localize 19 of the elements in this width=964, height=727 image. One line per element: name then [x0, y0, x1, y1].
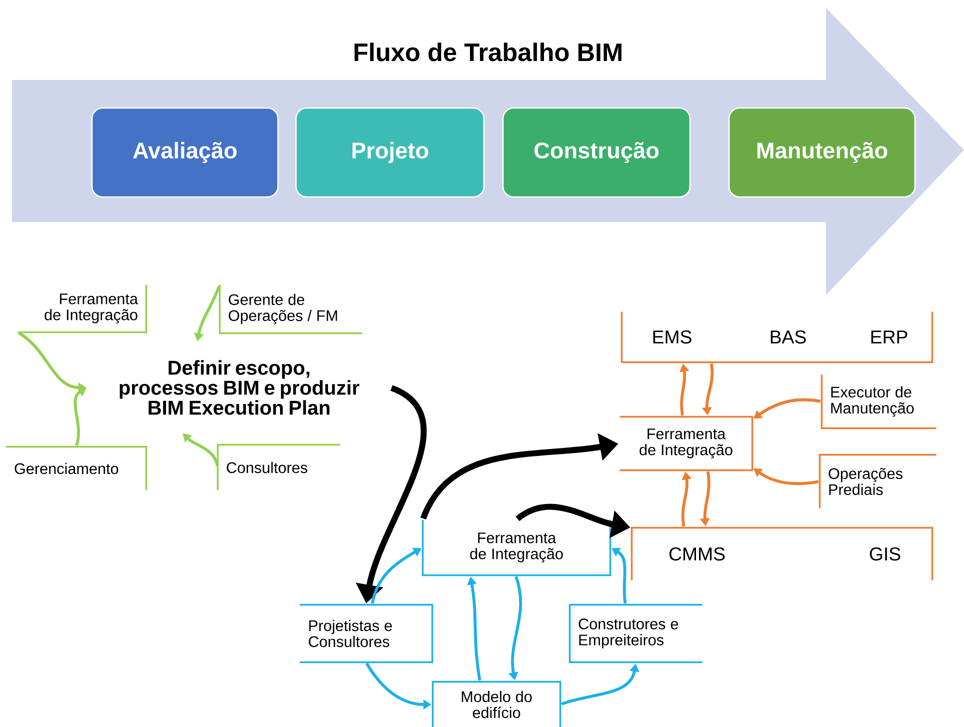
- label-box: EMS BAS ERP: [620, 312, 934, 364]
- stage-box: Projeto: [295, 107, 485, 198]
- stage-box: Avaliação: [91, 107, 279, 198]
- title: Fluxo de Trabalho BIM: [354, 42, 622, 62]
- label-box: Construtores e Empreiteiros: [568, 604, 702, 664]
- label-box: Gerenciamento: [6, 446, 148, 490]
- label-box: Projetistas e Consultores: [300, 604, 434, 664]
- process-text: Definir escopo, processos BIM e produzir BIM Execution Plan: [120, 360, 360, 415]
- stage-box: Manutenção: [728, 107, 916, 198]
- label-box: CMMS GIS: [630, 526, 934, 580]
- label-box: Modelo do edifício: [432, 680, 562, 727]
- label-box: Executor de Manutenção: [820, 374, 936, 430]
- label-box: Consultores: [216, 444, 340, 490]
- label-box: Ferramenta de Integração: [18, 284, 148, 334]
- label-box: Operações Prediais: [818, 454, 936, 508]
- stage-box: Construção: [502, 107, 691, 198]
- label-box: Ferramenta de Integração: [620, 416, 754, 472]
- label-box: Gerente de Operações / FM: [218, 284, 362, 334]
- label-box: Ferramenta de Integração: [422, 520, 612, 576]
